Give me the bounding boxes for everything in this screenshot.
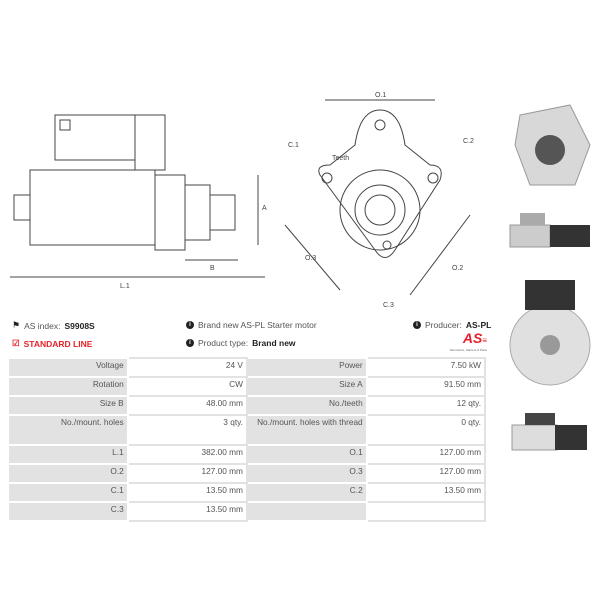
spec-value: 3 qty. [126,414,248,446]
spec-value: 0 qty. [365,414,487,446]
line-text: STANDARD LINE [23,338,93,349]
label-b: B [210,265,215,272]
spec-label [245,501,368,522]
label-o3: O.3 [305,255,316,262]
side-view-diagram: L.1 A B [10,114,267,290]
product-photos [509,104,591,451]
photo-side [509,213,590,248]
label-l1: L.1 [120,283,130,290]
as-logo: AS≡ Alternators, Starters & Parts [449,330,487,352]
label-c2: C.2 [463,138,474,145]
spec-label: Rotation [7,376,129,397]
spec-label: Size B [7,395,129,416]
spec-label: O.1 [245,444,368,465]
spec-value: 13.50 mm [126,501,248,522]
spec-label: Voltage [7,357,129,378]
checkbox-icon: ☑ [12,338,20,348]
spec-value [365,501,487,522]
spec-label: C.2 [245,482,368,503]
photo-angle [511,413,587,451]
product-type: i Product type:Brand new [186,338,296,348]
label-c3: C.3 [383,302,394,309]
spec-label: No./teeth [245,395,368,416]
as-index: ⚑AS index:S9908S [12,320,95,331]
spec-value: 12 qty. [365,395,487,416]
spec-value: 48.00 mm [126,395,248,416]
spec-label: Power [245,357,368,378]
label-a: A [262,205,267,212]
info-icon: i [186,321,194,329]
photo-front [514,104,591,186]
spec-value: 127.00 mm [126,463,248,484]
spec-label: O.3 [245,463,368,484]
label-c1: C.1 [288,142,299,149]
spec-label: O.2 [7,463,129,484]
info-icon: i [186,339,194,347]
description-text: Brand new AS-PL Starter motor [198,320,317,330]
spec-label: No./mount. holes with thread [245,414,368,446]
spec-value: 382.00 mm [126,444,248,465]
spec-value: 13.50 mm [365,482,487,503]
spec-label: C.3 [7,501,129,522]
description: i Brand new AS-PL Starter motor [186,320,317,330]
spec-value: 24 V [126,357,248,378]
index-label: AS index: [24,320,61,331]
spec-label: L.1 [7,444,129,465]
spec-value: 127.00 mm [365,444,487,465]
producer: i Producer:AS-PL [413,320,491,330]
spec-value: 91.50 mm [365,376,487,397]
spec-value: 7.50 kW [365,357,487,378]
label-teeth: Teeth [332,155,349,162]
spec-value: 127.00 mm [365,463,487,484]
label-o2: O.2 [452,265,463,272]
tags-icon: ⚑ [12,320,21,330]
info-icon: i [413,321,421,329]
front-view-diagram: O.1 O.2 O.3 C.1 C.2 C.3 Teeth [284,92,474,309]
standard-line-badge: ☑STANDARD LINE [12,338,92,349]
producer-label: Producer: [425,320,462,330]
producer-value: AS-PL [465,320,492,330]
label-o1: O.1 [375,92,386,99]
spec-label: C.1 [7,482,129,503]
type-label: Product type: [198,338,249,348]
index-value: S9908S [64,320,95,331]
spec-value: 13.50 mm [126,482,248,503]
spec-label: No./mount. holes [7,414,129,446]
spec-value: CW [126,376,248,397]
spec-label: Size A [245,376,368,397]
photo-top [509,280,591,386]
type-value: Brand new [252,338,296,348]
